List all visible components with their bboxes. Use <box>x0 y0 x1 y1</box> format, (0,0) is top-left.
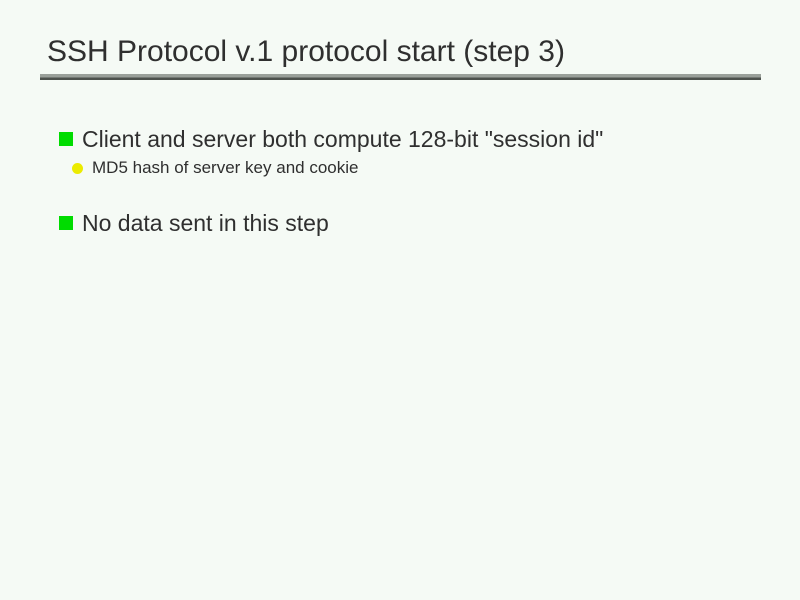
green-square-bullet-icon <box>59 216 73 230</box>
sub-bullet-text: MD5 hash of server key and cookie <box>92 158 359 177</box>
title-underline-rule <box>40 74 761 80</box>
bullet-item: Client and server both compute 128-bit "… <box>59 125 603 153</box>
slide-title: SSH Protocol v.1 protocol start (step 3) <box>47 35 565 68</box>
yellow-disc-bullet-icon <box>72 162 83 174</box>
sub-bullet-item: MD5 hash of server key and cookie <box>72 157 358 179</box>
bullet-item: No data sent in this step <box>59 209 329 237</box>
bullet-text: Client and server both compute 128-bit "… <box>82 126 604 152</box>
green-square-bullet-icon <box>59 132 73 146</box>
bullet-text: No data sent in this step <box>82 210 329 236</box>
